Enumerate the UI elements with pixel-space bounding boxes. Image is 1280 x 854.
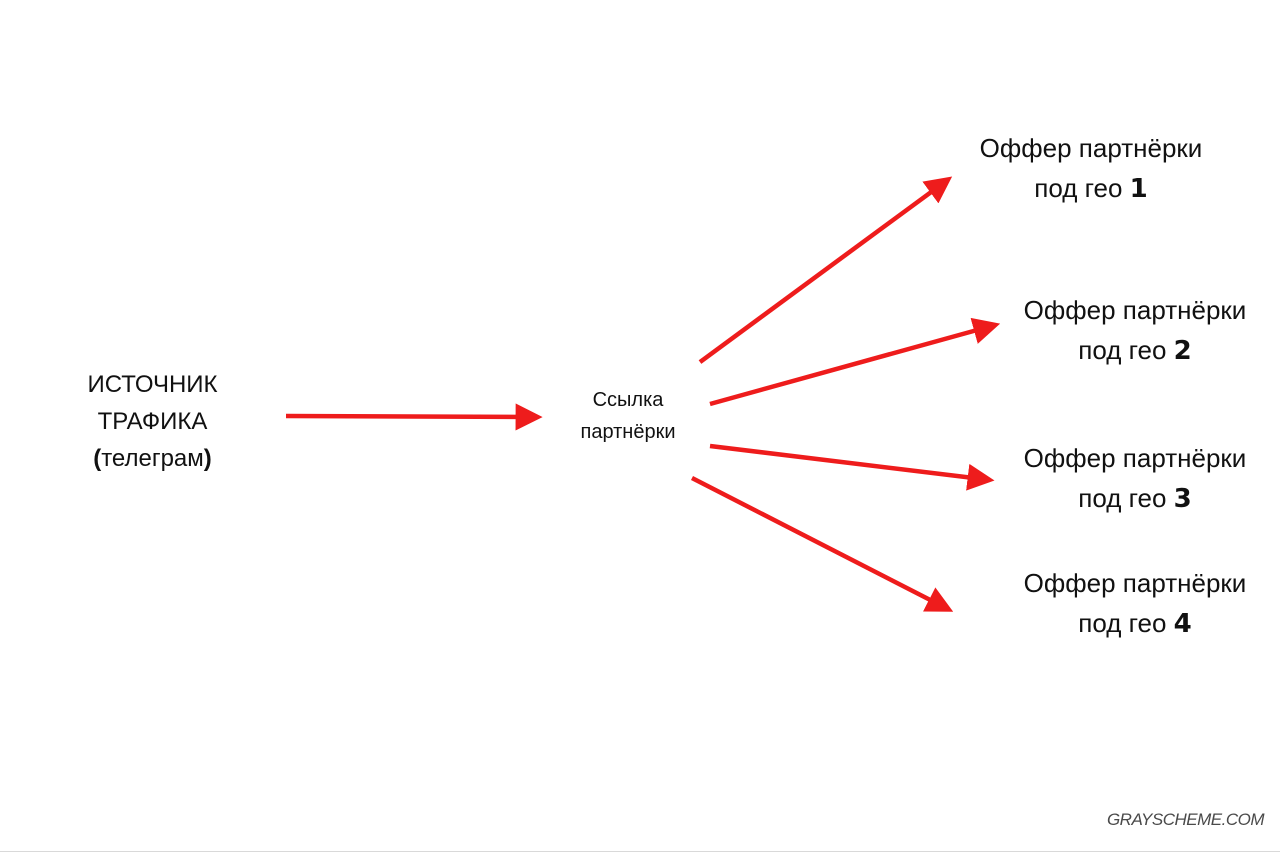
offer-geo-prefix: под гео bbox=[1078, 335, 1174, 366]
source-paren-open: ( bbox=[93, 445, 102, 473]
source-title-line-1: ИСТОЧНИК bbox=[87, 371, 218, 398]
traffic-source-node: ИСТОЧНИК ТРАФИКА (телеграм) bbox=[40, 366, 265, 478]
arrow-link-to-offer-3 bbox=[709, 443, 995, 491]
offer-title: Оффер партнёрки bbox=[1023, 568, 1247, 598]
offer-geo-prefix: под гео bbox=[1078, 608, 1174, 639]
offer-node-1: Оффер партнёрки под гео 1 bbox=[941, 128, 1241, 210]
link-label-line-1: Ссылка bbox=[592, 389, 664, 411]
arrow-source-to-link bbox=[285, 403, 543, 431]
source-paren-close: ) bbox=[203, 445, 212, 473]
bottom-divider bbox=[0, 851, 1280, 852]
offer-title: Оффер партнёрки bbox=[1023, 443, 1247, 473]
source-subtitle-text: телеграм bbox=[101, 445, 204, 473]
arrow-link-to-offer-2 bbox=[709, 317, 1001, 407]
offer-title: Оффер партнёрки bbox=[1023, 295, 1247, 325]
arrow-link-to-offer-1 bbox=[698, 176, 953, 364]
partner-link-node: Ссылка партнёрки bbox=[548, 384, 708, 448]
offer-title: Оффер партнёрки bbox=[979, 133, 1203, 163]
offer-node-3: Оффер партнёрки под гео 3 bbox=[985, 438, 1280, 520]
offer-geo: под гео 4 bbox=[985, 603, 1280, 644]
offer-geo-number: 1 bbox=[1129, 174, 1148, 205]
watermark-text: GRAYSCHEME.COM bbox=[1106, 810, 1265, 829]
source-subtitle: (телеграм) bbox=[40, 440, 265, 477]
offer-node-4: Оффер партнёрки под гео 4 bbox=[985, 563, 1280, 645]
arrow-link-to-offer-4 bbox=[690, 475, 954, 612]
offer-geo-number: 4 bbox=[1173, 609, 1192, 640]
offer-geo: под гео 3 bbox=[985, 478, 1280, 519]
offer-geo-prefix: под гео bbox=[1078, 483, 1174, 514]
source-title-line-2: ТРАФИКА bbox=[97, 408, 208, 436]
offer-geo-number: 3 bbox=[1173, 484, 1192, 515]
offer-node-2: Оффер партнёрки под гео 2 bbox=[985, 290, 1280, 372]
link-label-line-2: партнёрки bbox=[580, 421, 676, 443]
offer-geo: под гео 1 bbox=[941, 168, 1241, 209]
offer-geo-number: 2 bbox=[1173, 336, 1192, 367]
offer-geo: под гео 2 bbox=[985, 330, 1280, 371]
offer-geo-prefix: под гео bbox=[1034, 173, 1130, 204]
